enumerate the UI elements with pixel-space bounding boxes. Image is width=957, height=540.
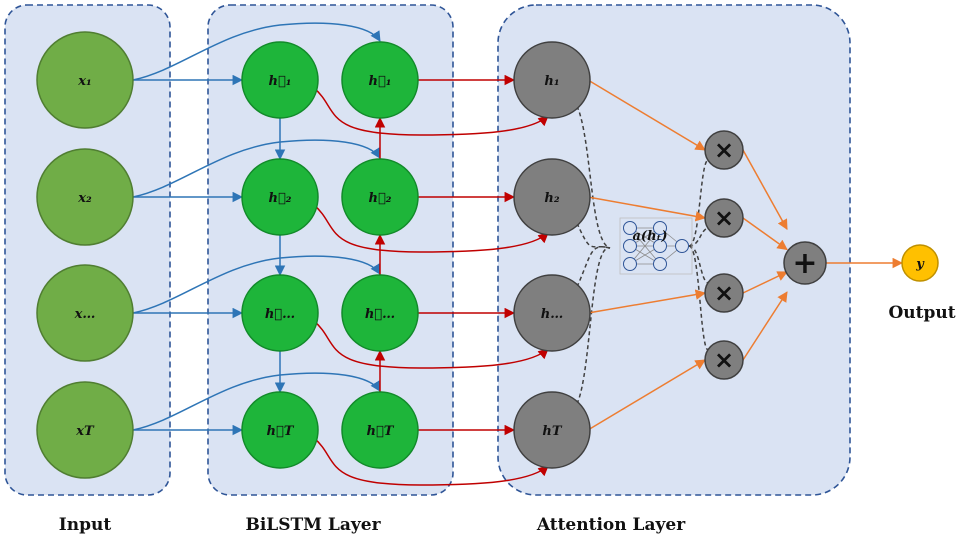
backward-hidden-node-2 bbox=[341, 158, 419, 236]
input-node-1-label: x₁ bbox=[77, 74, 91, 89]
forward-hidden-node-2 bbox=[241, 158, 319, 236]
edge-forward-to-attention-t bbox=[313, 437, 549, 486]
input-node-ellipsis-label: x… bbox=[74, 307, 96, 322]
forward-hidden-node-ellipsis-label: h⃗… bbox=[265, 307, 295, 322]
edge-attention-to-multiply-1 bbox=[587, 79, 706, 151]
attention-score-network bbox=[619, 217, 693, 275]
mini-net-link bbox=[629, 227, 661, 265]
forward-hidden-node-1 bbox=[241, 41, 319, 119]
forward-hidden-node-2-label: h⃗₂ bbox=[269, 191, 292, 206]
input-node-1 bbox=[36, 31, 134, 129]
edge-attention-to-multiply-t bbox=[587, 359, 706, 431]
multiply-node-2 bbox=[704, 198, 744, 238]
edge-dashed-attention-ellipsis bbox=[576, 246, 611, 288]
attention-node-t bbox=[513, 391, 591, 469]
backward-hidden-node-ellipsis bbox=[341, 274, 419, 352]
attention-section-label: Attention Layer bbox=[536, 515, 686, 535]
multiply-node-2-symbol: × bbox=[714, 204, 734, 232]
attention-node-1 bbox=[513, 41, 591, 119]
multiply-node-1 bbox=[704, 130, 744, 170]
mini-net-node-0-0 bbox=[623, 221, 637, 235]
edge-attention-to-multiply-ellipsis bbox=[587, 289, 707, 314]
input-node-ellipsis bbox=[36, 264, 134, 362]
sum-node-symbol: + bbox=[792, 246, 817, 281]
backward-hidden-node-1 bbox=[341, 41, 419, 119]
input-node-2 bbox=[36, 148, 134, 246]
input-node-2-label: x₂ bbox=[77, 191, 92, 206]
edge-multiply-to-sum-3 bbox=[742, 271, 788, 294]
multiply-node-4-symbol: × bbox=[714, 346, 734, 374]
bilstm-panel bbox=[207, 4, 454, 496]
backward-hidden-node-2-label: h⃖₂ bbox=[369, 191, 392, 206]
input-section-label: Input bbox=[59, 515, 112, 535]
forward-hidden-node-ellipsis bbox=[241, 274, 319, 352]
attention-node-ellipsis bbox=[513, 274, 591, 352]
input-node-t bbox=[36, 381, 134, 479]
forward-hidden-node-1-label: h⃗₁ bbox=[269, 74, 292, 89]
output-node-label: y bbox=[915, 257, 925, 272]
attention-node-2 bbox=[513, 158, 591, 236]
attention-node-2-label: h₂ bbox=[544, 191, 559, 206]
edge-attention-to-multiply-2 bbox=[587, 196, 707, 222]
mini-net-node-1-1 bbox=[653, 239, 667, 253]
connection-edges bbox=[132, 22, 904, 486]
mini-net-node-1-2 bbox=[653, 257, 667, 271]
attention-node-t-label: hT bbox=[542, 424, 562, 439]
edge-forward-to-attention-2 bbox=[313, 204, 549, 253]
input-node-t-label: xT bbox=[75, 424, 95, 439]
edge-dashed-attention-t bbox=[576, 247, 611, 405]
edge-multiply-to-sum-2 bbox=[742, 217, 788, 251]
output-section-label: Output bbox=[888, 303, 955, 323]
backward-hidden-node-t-label: h⃖T bbox=[367, 424, 395, 439]
attention-node-1-label: h₁ bbox=[544, 74, 559, 89]
edge-forward-to-attention-ellipsis bbox=[313, 320, 549, 369]
edge-forward-to-attention-1 bbox=[313, 87, 549, 136]
mini-net-node-1-0 bbox=[653, 221, 667, 235]
edge-dashed-mininet-to-multiply-2 bbox=[688, 227, 709, 247]
edge-dashed-attention-1 bbox=[576, 105, 611, 249]
bilstm-section-label: BiLSTM Layer bbox=[245, 515, 381, 535]
forward-hidden-node-t bbox=[241, 391, 319, 469]
mini-net-node-0-1 bbox=[623, 239, 637, 253]
edge-dashed-attention-2 bbox=[576, 222, 611, 249]
multiply-node-1-symbol: × bbox=[714, 136, 734, 164]
edge-multiply-to-sum-4 bbox=[742, 291, 788, 361]
backward-hidden-node-t bbox=[341, 391, 419, 469]
forward-hidden-node-t-label: h⃗T bbox=[267, 424, 295, 439]
attention-panel bbox=[497, 4, 851, 496]
multiply-node-3-symbol: × bbox=[714, 279, 734, 307]
network-nodes: x₁ h⃗₁ h⃖₁ h₁ x₂ h⃗₂ h⃖₂ h₂ x… h⃗… h⃖… h… xT h⃗T h⃖T hT… bbox=[36, 31, 939, 479]
edge-dashed-mininet-to-multiply-1 bbox=[688, 159, 709, 247]
mini-net-node-2-0 bbox=[675, 239, 689, 253]
mini-net-frame bbox=[619, 217, 693, 275]
sum-node bbox=[783, 241, 827, 285]
edge-multiply-to-sum-1 bbox=[742, 149, 788, 231]
mini-net-node-0-2 bbox=[623, 257, 637, 271]
backward-hidden-node-1-label: h⃖₁ bbox=[369, 74, 392, 89]
multiply-node-3 bbox=[704, 273, 744, 313]
multiply-node-4 bbox=[704, 340, 744, 380]
backward-hidden-node-ellipsis-label: h⃖… bbox=[365, 307, 395, 322]
attention-node-ellipsis-label: h… bbox=[541, 307, 563, 322]
input-panel bbox=[4, 4, 171, 496]
output-node bbox=[901, 244, 939, 282]
attention-function-label: a(hₜ) bbox=[633, 229, 668, 244]
edge-input-to-backward-1 bbox=[132, 22, 381, 81]
